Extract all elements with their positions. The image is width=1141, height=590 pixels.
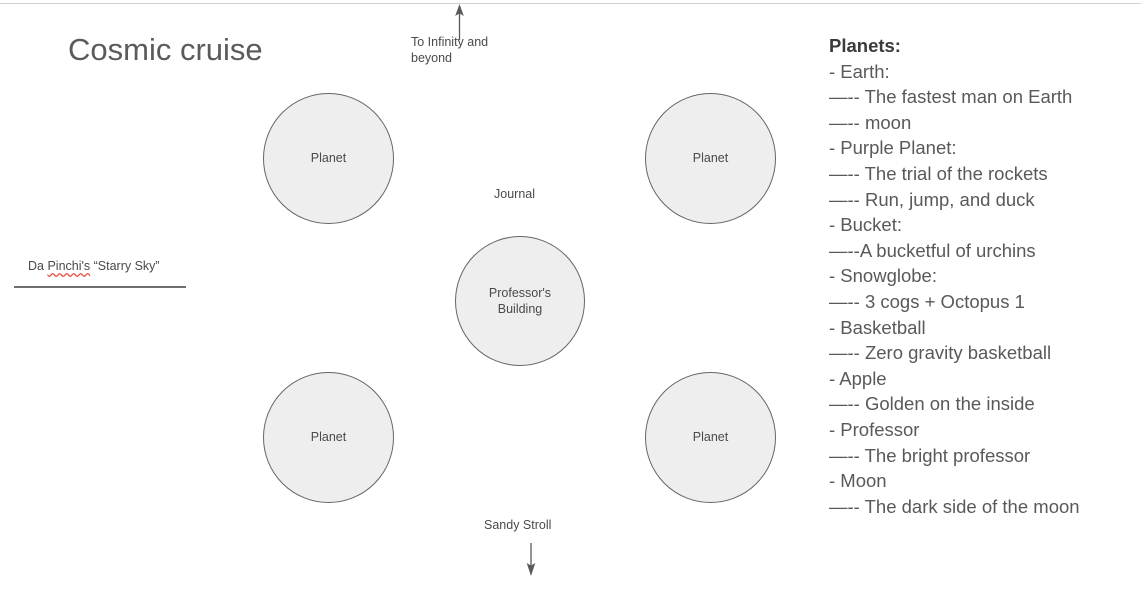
- outline-item-moon: - Moon: [829, 470, 887, 492]
- outline-subitem: —-- The fastest man on Earth: [829, 86, 1073, 108]
- top-divider: [0, 3, 1141, 4]
- planet-shape-top-right[interactable]: Planet: [645, 93, 776, 224]
- outline-item-snowglobe: - Snowglobe:: [829, 265, 937, 287]
- starry-sky-caption[interactable]: Da Pinchi's “Starry Sky”: [14, 258, 244, 288]
- professors-building-shape[interactable]: Professor's Building: [455, 236, 585, 366]
- outline-item-purple-planet: - Purple Planet:: [829, 137, 957, 159]
- outline-item-basketball: - Basketball: [829, 316, 926, 338]
- sandy-stroll-label[interactable]: Sandy Stroll: [484, 518, 552, 532]
- building-label-line2: Building: [497, 302, 543, 316]
- caption-text: Da Pinchi's “Starry Sky”: [14, 258, 244, 274]
- caption-prefix: Da: [28, 259, 48, 273]
- outline-item-apple: - Apple: [829, 367, 887, 389]
- planet-label: Planet: [692, 151, 729, 165]
- infinity-label[interactable]: To Infinity and beyond: [411, 34, 488, 66]
- outline-heading: Planets:: [829, 35, 901, 56]
- building-label-line1: Professor's: [488, 286, 552, 300]
- outline-subitem: —-- The dark side of the moon: [829, 495, 1080, 517]
- planet-shape-bottom-right[interactable]: Planet: [645, 372, 776, 503]
- outline-item-bucket: - Bucket:: [829, 214, 902, 236]
- page-title: Cosmic cruise: [68, 32, 263, 67]
- planet-shape-bottom-left[interactable]: Planet: [263, 372, 394, 503]
- planets-outline-list[interactable]: Planets: - Earth: —-- The fastest man on…: [829, 33, 1134, 519]
- misspelled-word: Pinchi's: [47, 259, 91, 273]
- planet-label: Planet: [310, 151, 347, 165]
- building-label: Professor's Building: [489, 285, 551, 317]
- outline-subitem: —-- Run, jump, and duck: [829, 188, 1035, 210]
- outline-subitem: —-- 3 cogs + Octopus 1: [829, 290, 1025, 312]
- caption-suffix: “Starry Sky”: [90, 259, 160, 273]
- down-arrow-icon[interactable]: [520, 542, 544, 578]
- outline-subitem: —-- Golden on the inside: [829, 393, 1035, 415]
- infinity-label-line1: To Infinity and: [411, 35, 489, 49]
- outline-item-earth: - Earth:: [829, 60, 890, 82]
- outline-subitem: —-- The bright professor: [829, 444, 1031, 466]
- outline-item-professor: - Professor: [829, 418, 920, 440]
- outline-subitem: —-- moon: [829, 111, 912, 133]
- planet-label: Planet: [310, 430, 347, 444]
- up-arrow-icon[interactable]: [449, 2, 473, 42]
- infinity-label-line2: beyond: [411, 51, 453, 65]
- outline-subitem: —-- The trial of the rockets: [829, 162, 1048, 184]
- outline-subitem: —--A bucketful of urchins: [829, 239, 1036, 261]
- caption-underline-rule: [14, 286, 186, 288]
- journal-label[interactable]: Journal: [494, 187, 535, 201]
- planet-shape-top-left[interactable]: Planet: [263, 93, 394, 224]
- planet-label: Planet: [692, 430, 729, 444]
- outline-subitem: —-- Zero gravity basketball: [829, 342, 1052, 364]
